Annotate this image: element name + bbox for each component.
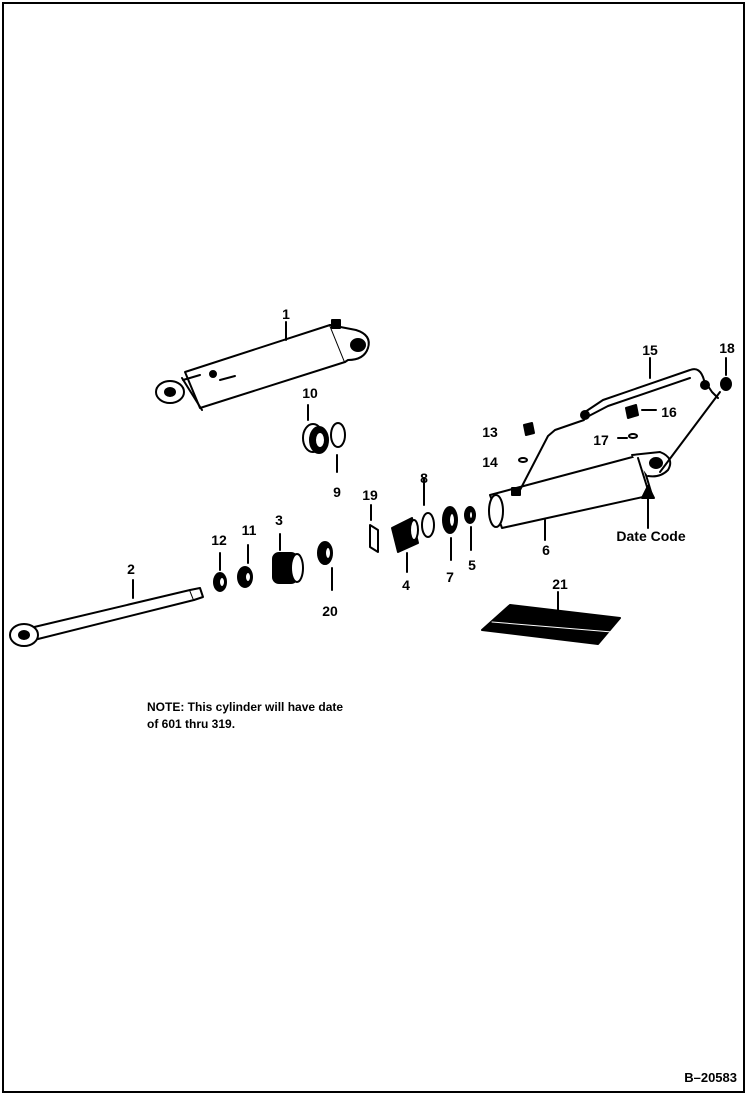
callout-1: 1 bbox=[282, 306, 290, 322]
note-line-1: NOTE: This cylinder will have date bbox=[147, 700, 344, 714]
callout-20: 20 bbox=[322, 603, 338, 619]
o-ring-17 bbox=[617, 433, 638, 439]
callout-2: 2 bbox=[127, 561, 135, 577]
callout-14: 14 bbox=[482, 454, 498, 470]
callout-6: 6 bbox=[542, 542, 550, 558]
callout-19: 19 bbox=[362, 487, 378, 503]
wear-ring-11 bbox=[237, 544, 253, 588]
callout-11: 11 bbox=[241, 522, 257, 538]
callout-4: 4 bbox=[402, 577, 410, 593]
callout-16: 16 bbox=[661, 404, 677, 420]
cylinder-head-4 bbox=[391, 517, 419, 573]
drawing-code: B–20583 bbox=[684, 1070, 737, 1085]
seal-ring-10 bbox=[302, 404, 329, 454]
note-line-2: of 601 thru 319. bbox=[147, 717, 236, 731]
callout-17: 17 bbox=[593, 432, 609, 448]
callout-15: 15 bbox=[642, 342, 658, 358]
o-ring-14 bbox=[518, 457, 528, 463]
nut-5 bbox=[464, 506, 476, 551]
fitting-16 bbox=[625, 404, 657, 419]
callout-9: 9 bbox=[333, 484, 341, 500]
callout-18: 18 bbox=[719, 340, 735, 356]
callout-21: 21 bbox=[552, 576, 568, 592]
ring-13 bbox=[421, 477, 435, 538]
callout-8: 8 bbox=[420, 470, 428, 486]
note-text: NOTE: This cylinder will have date of 60… bbox=[147, 699, 343, 733]
o-ring-9 bbox=[330, 422, 346, 473]
callout-5: 5 bbox=[468, 557, 476, 573]
seal-7 bbox=[442, 506, 458, 561]
callout-10: 10 bbox=[302, 385, 318, 401]
part-19 bbox=[369, 504, 379, 553]
piston-rod bbox=[9, 579, 204, 647]
fitting-small bbox=[523, 422, 535, 436]
fitting-18 bbox=[659, 357, 732, 473]
nut-12 bbox=[213, 552, 227, 592]
callout-3: 3 bbox=[275, 512, 283, 528]
seal-20 bbox=[317, 541, 333, 591]
decal-21 bbox=[481, 591, 621, 645]
tube-line-15 bbox=[519, 357, 719, 491]
callout-7: 7 bbox=[446, 569, 454, 585]
date-code-label: Date Code bbox=[616, 528, 686, 544]
callout-12: 12 bbox=[211, 532, 227, 548]
callout-13: 13 bbox=[482, 424, 498, 440]
assembled-cylinder bbox=[155, 319, 370, 411]
piston-3 bbox=[272, 533, 304, 584]
cylinder-barrel-6 bbox=[488, 451, 672, 541]
